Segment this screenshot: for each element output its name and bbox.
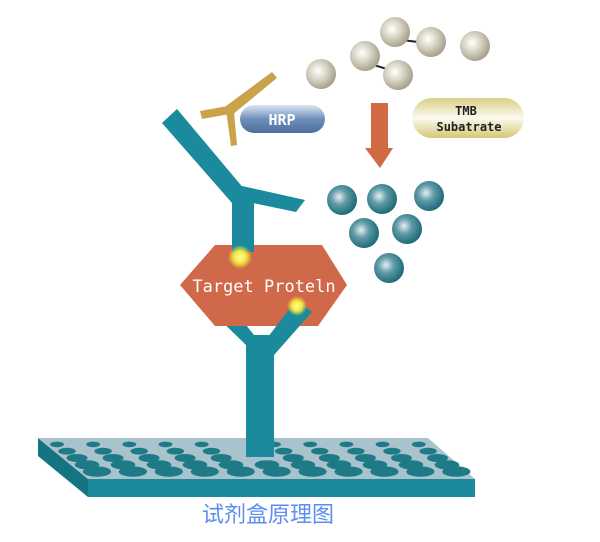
plate-well: [375, 441, 390, 448]
plate-well: [298, 466, 327, 477]
microplate: [38, 438, 475, 497]
hrp-enzyme: [240, 105, 325, 133]
plate-well: [166, 447, 185, 455]
plate-well: [303, 441, 318, 448]
colored-product-beads: [327, 181, 444, 283]
plate-well: [138, 454, 160, 462]
plate-well: [190, 466, 219, 477]
plate-well: [274, 447, 293, 455]
plate-well: [442, 466, 471, 477]
plate-top: [38, 438, 475, 479]
plate-well: [174, 454, 196, 462]
plate-well: [262, 466, 291, 477]
plate-well: [419, 447, 437, 455]
plate-well: [102, 454, 124, 462]
plate-well: [94, 447, 112, 455]
plate-well: [50, 441, 64, 448]
plate-well: [354, 454, 376, 462]
secondary-antibody: [200, 72, 277, 146]
plate-well: [130, 447, 148, 455]
hrp-label: HRP: [268, 111, 295, 129]
hrp-conjugate: HRP: [200, 72, 325, 146]
plate-well: [82, 466, 112, 477]
tmb-substrate-beads: [306, 17, 490, 90]
plate-well: [339, 441, 354, 448]
diagram-caption: 试剂盒原理图: [202, 503, 334, 528]
target-protein-label: Target Proteln: [192, 277, 335, 297]
plate-wells: [50, 441, 471, 477]
plate-well: [383, 447, 401, 455]
plate-well: [202, 447, 221, 455]
detection-antibody: [162, 109, 305, 252]
plate-well: [390, 454, 412, 462]
plate-well: [411, 441, 426, 448]
tmb-substrate-pill: [412, 98, 524, 138]
substrate-label: Subatrate: [436, 120, 501, 134]
target-protein: Target Proteln: [180, 245, 347, 326]
plate-well: [118, 466, 148, 477]
tmb-label: TMB: [455, 104, 477, 118]
plate-well: [226, 466, 255, 477]
plate-well: [427, 454, 448, 462]
plate-well: [318, 454, 340, 462]
plate-well: [370, 466, 399, 477]
plate-well: [311, 447, 329, 455]
plate-left-edge: [38, 438, 88, 497]
plate-well: [158, 441, 173, 448]
plate-well: [154, 466, 183, 477]
plate-well: [210, 454, 232, 462]
plate-well: [122, 441, 137, 448]
plate-well: [334, 466, 363, 477]
plate-well: [86, 441, 101, 448]
plate-well: [66, 454, 88, 462]
capture-antibody-stem: [246, 335, 274, 457]
plate-well: [194, 441, 209, 448]
plate-well: [58, 447, 76, 455]
plate-front-edge: [88, 479, 475, 497]
binding-spot: [228, 245, 252, 269]
plate-well: [282, 454, 304, 462]
reaction-arrow-icon: [365, 103, 393, 168]
binding-spot: [287, 296, 307, 316]
plate-well: [347, 447, 365, 455]
plate-well: [406, 466, 435, 477]
